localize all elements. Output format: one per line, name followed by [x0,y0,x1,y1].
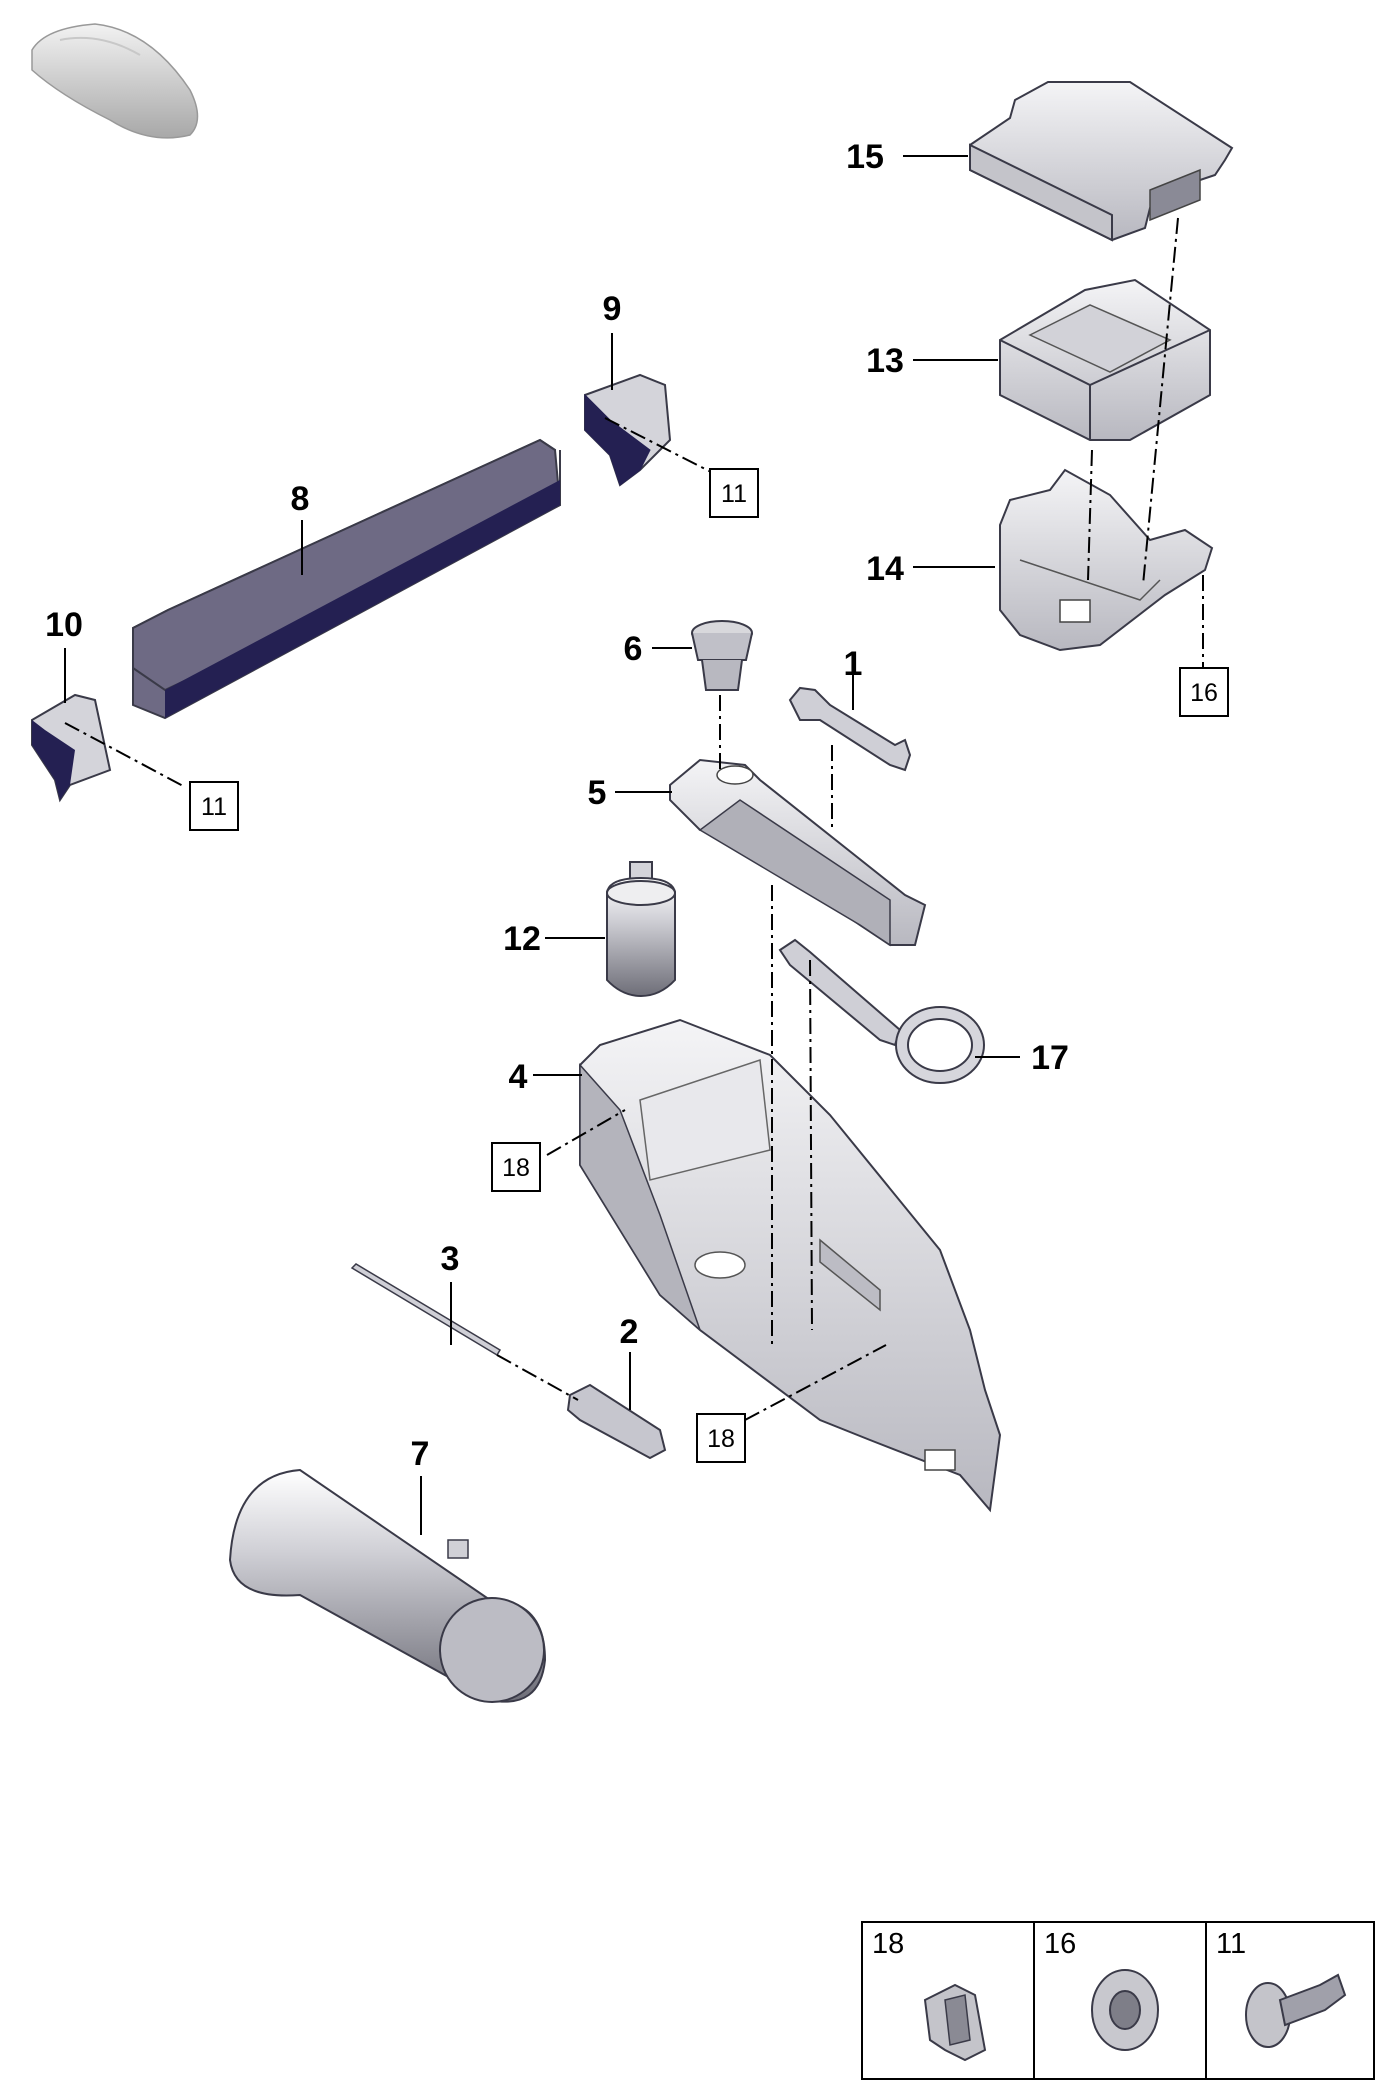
ref-box-11-upper: 11 [721,480,747,508]
ref-box-18-upper: 18 [502,1154,530,1182]
vehicle-thumbnail [31,23,199,139]
part-2-handle [566,1383,667,1460]
callout-9: 9 [603,290,622,328]
legend-push-clip-11-icon [1245,1973,1347,2048]
assembly-lines [64,217,1204,1421]
part-15-cover [969,81,1234,242]
callout-14: 14 [866,550,904,588]
leader-lines [64,155,1020,1535]
callout-8: 8 [291,480,310,518]
part-7-cylinder [228,1468,547,1703]
legend-label-18: 18 [872,1928,904,1960]
part-9-end-cap [584,373,672,487]
part-5-holder [669,758,927,947]
part-10-end-cap [31,693,112,803]
callout-5: 5 [588,774,607,812]
part-4-foam-tray [579,1018,1002,1513]
small-parts-legend: 18 16 11 [861,1921,1375,2080]
part-6-plug [691,620,753,691]
part-1-wrench [788,686,912,772]
ref-box-18-lower: 18 [707,1425,735,1453]
callout-numbers: 15 13 14 9 8 10 6 1 5 12 17 4 3 2 7 [45,138,1069,1473]
ref-box-16: 16 [1190,679,1218,707]
callout-1: 1 [844,645,863,683]
callout-17: 17 [1031,1039,1069,1077]
ref-box-11-lower: 11 [201,793,227,821]
boxed-references: 11 11 16 18 18 [189,468,1229,1463]
callout-15: 15 [846,138,884,176]
callout-13: 13 [866,342,904,380]
part-3-blade [350,1263,502,1357]
callout-10: 10 [45,606,83,644]
callout-7: 7 [411,1435,430,1473]
callout-3: 3 [441,1240,460,1278]
legend-washer-16-icon [1091,1969,1159,2051]
legend-label-16: 16 [1044,1928,1076,1960]
part-13-box [999,278,1211,441]
part-12-bottle [606,861,676,998]
callout-12: 12 [503,920,541,958]
part-14-bracket [999,468,1214,652]
legend-clip-18-icon [923,1983,987,2062]
legend-label-11: 11 [1216,1928,1246,1960]
callout-4: 4 [509,1058,528,1096]
callout-2: 2 [620,1313,639,1351]
callout-6: 6 [624,630,643,668]
part-8-long-tray [132,438,562,720]
